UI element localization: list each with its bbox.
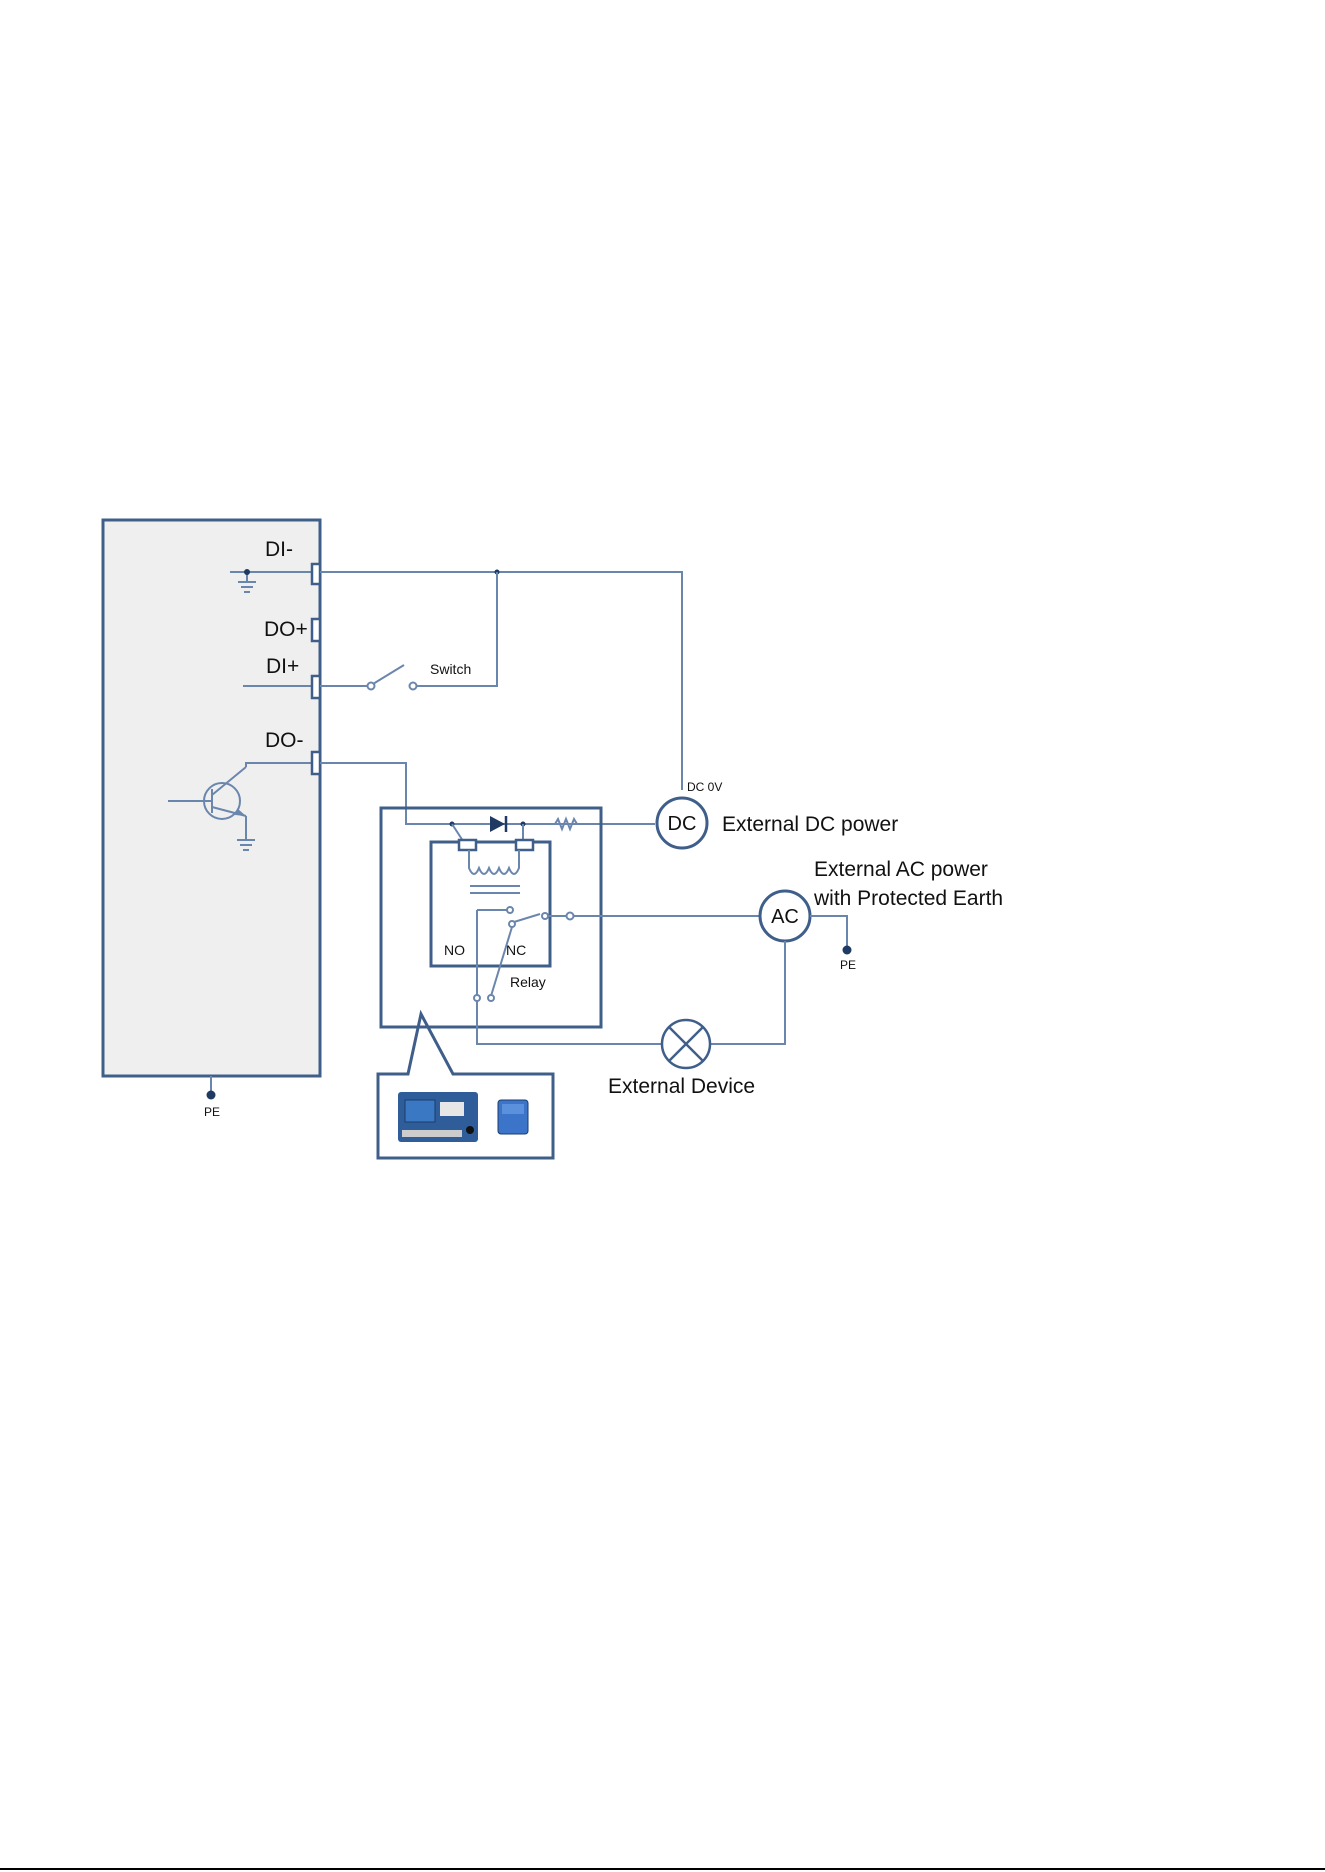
terminal-do-minus [312, 752, 320, 774]
label-di-plus: DI+ [266, 655, 299, 678]
do-minus-wire [320, 763, 655, 824]
label-external-dc-power: External DC power [722, 813, 898, 836]
label-relay: Relay [510, 974, 546, 990]
relay-component-photo [498, 1100, 528, 1134]
label-pe-panel: PE [204, 1105, 220, 1119]
label-dc-0v: DC 0V [687, 780, 722, 794]
label-pe-ac: PE [840, 958, 856, 972]
terminal-di-plus [312, 676, 320, 698]
label-external-device: External Device [608, 1075, 755, 1098]
label-switch: Switch [430, 661, 471, 677]
label-no: NO [444, 942, 465, 958]
di-minus-wire [320, 572, 682, 790]
label-do-plus: DO+ [264, 618, 308, 641]
relay-board-photo [398, 1092, 478, 1142]
terminal-do-plus [312, 619, 320, 641]
lamp-icon [662, 1020, 710, 1068]
label-external-ac-line2: with Protected Earth [813, 887, 1003, 910]
label-nc: NC [506, 942, 526, 958]
pe-ac-dot [843, 946, 852, 955]
label-do-minus: DO- [265, 729, 304, 752]
label-ac: AC [771, 906, 799, 928]
pe-panel-dot [207, 1091, 216, 1100]
label-di-minus: DI- [265, 538, 293, 561]
relay-coil-icon [469, 850, 519, 874]
label-external-ac-line1: External AC power [814, 858, 988, 881]
label-dc: DC [668, 813, 697, 835]
terminal-di-minus [312, 564, 320, 584]
